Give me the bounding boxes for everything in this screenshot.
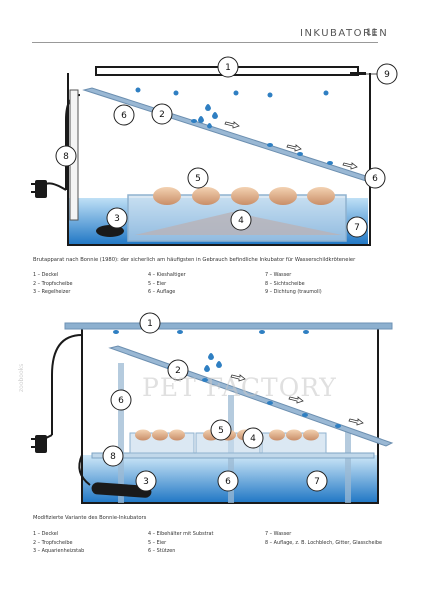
- callout-8: [55, 145, 77, 167]
- legend-item: 1 – Deckel: [33, 272, 59, 278]
- callout-3: [135, 470, 157, 492]
- figure-1-caption: Brutapparat nach Bonnie (1980): der sich…: [33, 257, 356, 263]
- water-droplets: [113, 330, 341, 428]
- flow-arrows: [224, 121, 358, 170]
- legend-item: 8 – Auflage, z. B. Lochblech, Gitter, Gl…: [265, 539, 382, 546]
- legend-item: 6 – Auflage: [148, 289, 176, 295]
- figure-2-incubator-diagram: 1 2 3 4 5 6 6 7 8: [0, 305, 429, 510]
- legend-item: 9 – Dichtung (traumoll): [265, 289, 322, 295]
- svg-text:6: 6: [372, 174, 378, 184]
- legend-item: 5 – Eier: [148, 539, 167, 546]
- legend-item: 6 – Stützen: [148, 548, 176, 554]
- aquarium-heater-rod: [91, 482, 152, 498]
- svg-text:1: 1: [147, 319, 153, 329]
- figure-1-legend: 1 – Deckel 4 – Kieshaltiger 7 – Wasser 2…: [33, 272, 393, 295]
- callout-1: [217, 56, 239, 78]
- legend-item: 2 – Tropfscheibe: [33, 539, 73, 546]
- svg-text:9: 9: [384, 70, 390, 80]
- callout-7: [306, 470, 328, 492]
- svg-text:8: 8: [110, 452, 116, 462]
- watermark: PET FACTORY: [142, 373, 337, 402]
- legend-item: 1 – Deckel: [33, 531, 59, 537]
- callout-6a: [113, 104, 135, 126]
- drip-plate: [82, 87, 374, 182]
- svg-text:5: 5: [195, 174, 201, 184]
- callout-7: [346, 216, 368, 238]
- svg-text:1: 1: [225, 63, 231, 73]
- page-number: 11: [366, 28, 378, 38]
- figure-2-caption: Modifizierte Variante des Bonnie-Inkubat…: [33, 515, 147, 521]
- power-plug: [35, 435, 47, 453]
- callout-6a: [110, 389, 132, 411]
- svg-text:6: 6: [118, 396, 124, 406]
- callout-4: [242, 427, 264, 449]
- svg-text:2: 2: [175, 366, 181, 376]
- legend-item: 7 – Wasser: [265, 531, 292, 537]
- svg-text:3: 3: [143, 477, 149, 487]
- callout-4: [230, 209, 252, 231]
- header-rule: [32, 42, 378, 43]
- water-droplets: [135, 87, 333, 165]
- svg-text:4: 4: [250, 434, 256, 444]
- figure-2-legend: 1 – Deckel 4 – Eibehälter mit Substrat 7…: [33, 531, 393, 554]
- callout-5: [187, 167, 209, 189]
- heater-cable: [51, 334, 83, 435]
- legend-item: 3 – Regelheizer: [33, 289, 71, 295]
- callout-1: [139, 312, 161, 334]
- shelf-perforated-plate: [91, 452, 375, 459]
- svg-text:6: 6: [121, 111, 127, 121]
- legend-item: [265, 548, 393, 554]
- flow-arrows: [230, 374, 364, 426]
- power-plug: [35, 180, 47, 198]
- callout-6b: [364, 167, 386, 189]
- legend-item: 4 – Kieshaltiger: [148, 272, 186, 278]
- callout-6b: [217, 470, 239, 492]
- legend-item: 8 – Sichtscheibe: [265, 280, 305, 287]
- watermark-side: zoobooks: [18, 363, 25, 392]
- legend-item: 5 – Eier: [148, 280, 167, 287]
- svg-text:6: 6: [225, 477, 231, 487]
- callout-2: [167, 359, 189, 381]
- callout-2: [151, 103, 173, 125]
- svg-text:4: 4: [238, 216, 244, 226]
- svg-text:3: 3: [114, 214, 120, 224]
- callout-3: [106, 207, 128, 229]
- svg-text:5: 5: [218, 426, 224, 436]
- legend-item: 4 – Eibehälter mit Substrat: [148, 531, 214, 537]
- callout-8: [102, 445, 124, 467]
- svg-text:7: 7: [314, 477, 320, 487]
- legend-item: 2 – Tropfscheibe: [33, 280, 73, 287]
- svg-text:7: 7: [354, 223, 360, 233]
- legend-item: 3 – Aquarienheizstab: [33, 548, 85, 554]
- running-header-title: INKUBATOREN: [300, 28, 389, 39]
- svg-text:8: 8: [63, 152, 69, 162]
- eggs: [153, 187, 335, 205]
- legend-item: 7 – Wasser: [265, 272, 292, 278]
- svg-text:2: 2: [159, 110, 165, 120]
- lid: [64, 322, 393, 330]
- figure-1-incubator-diagram: 1 2 3 4 5 6 6 7 8 9: [0, 50, 429, 250]
- callout-5: [210, 419, 232, 441]
